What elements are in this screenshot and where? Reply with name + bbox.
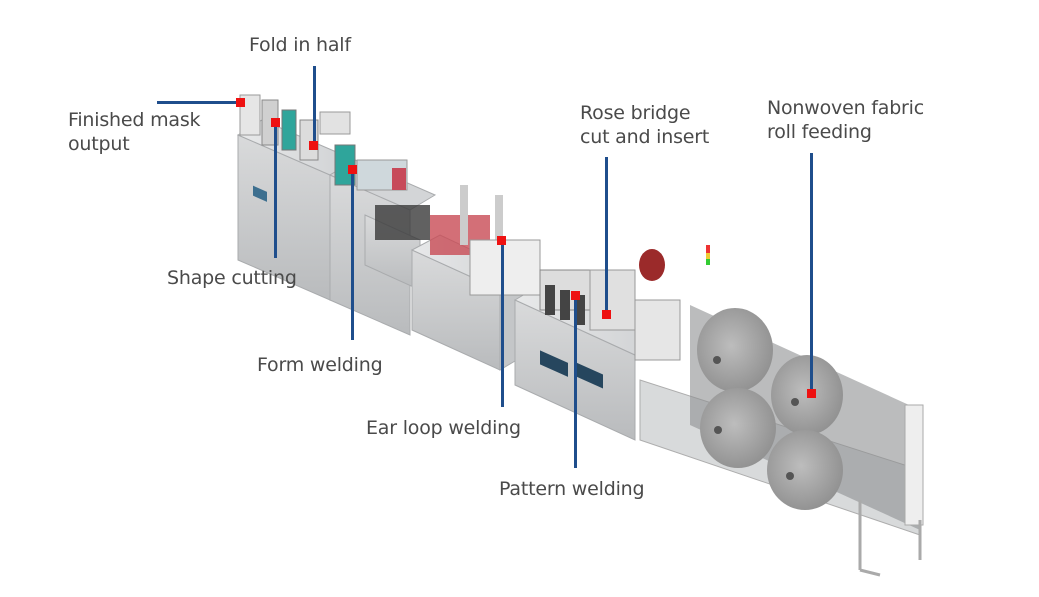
roll-feeding-unit (639, 305, 924, 577)
marker-pattern-welding[interactable] (571, 291, 580, 300)
leader-pattern-welding (574, 294, 577, 468)
label-nonwoven-feeding: Nonwoven fabric roll feeding (767, 97, 924, 143)
leader-fold-in-half (313, 66, 316, 144)
leader-rose-bridge (605, 157, 608, 314)
marker-finished-mask-output[interactable] (236, 98, 245, 107)
leader-ear-loop-welding (501, 240, 504, 407)
leader-finished-mask-output (157, 101, 241, 104)
label-ear-loop-welding: Ear loop welding (366, 417, 521, 439)
marker-fold-in-half[interactable] (309, 141, 318, 150)
marker-form-welding[interactable] (348, 165, 357, 174)
marker-nonwoven-feeding[interactable] (807, 389, 816, 398)
leader-shape-cutting (274, 122, 277, 258)
leader-form-welding (351, 168, 354, 340)
marker-rose-bridge[interactable] (602, 310, 611, 319)
leader-nonwoven-feeding (810, 153, 813, 393)
label-rose-bridge: Rose bridge cut and insert (580, 102, 710, 148)
label-form-welding: Form welding (257, 354, 383, 376)
label-finished-mask-output: Finished mask output (68, 109, 201, 155)
label-pattern-welding: Pattern welding (499, 478, 645, 500)
marker-shape-cutting[interactable] (271, 118, 280, 127)
marker-ear-loop-welding[interactable] (497, 236, 506, 245)
label-fold-in-half: Fold in half (249, 34, 351, 56)
label-shape-cutting: Shape cutting (167, 267, 297, 289)
